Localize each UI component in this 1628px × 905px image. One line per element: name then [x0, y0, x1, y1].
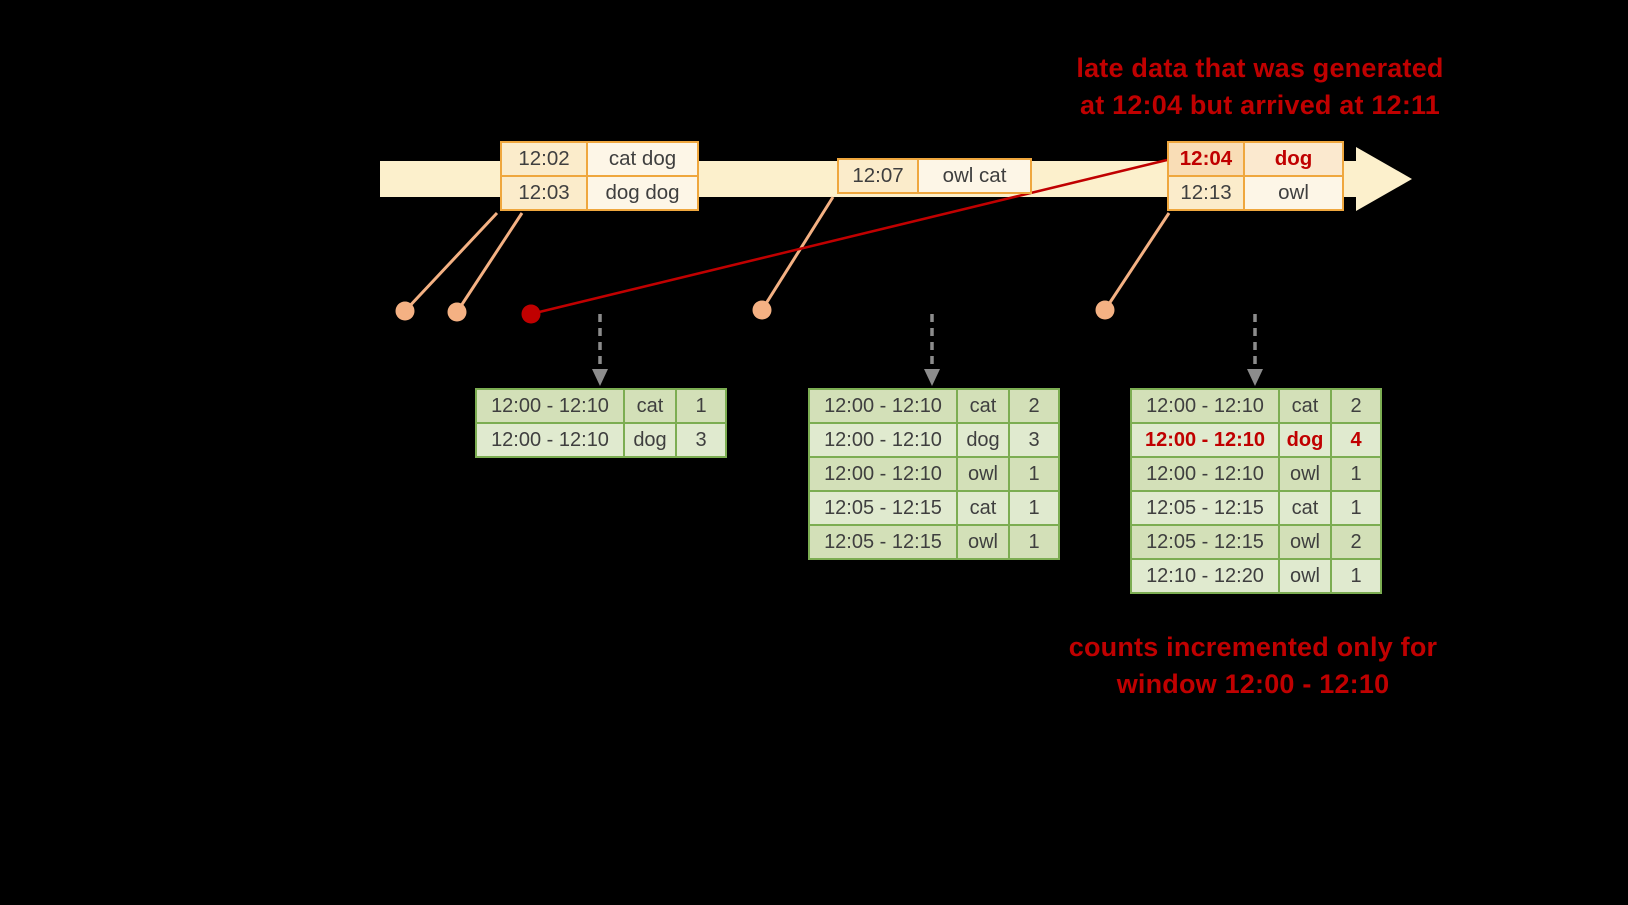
event-words-cell: dog	[1243, 141, 1344, 177]
event-connector-line	[455, 212, 524, 313]
result-word-cell: cat	[1278, 490, 1332, 526]
result-window-cell: 12:05 - 12:15	[1130, 490, 1280, 526]
result-window-cell: 12:00 - 12:10	[1130, 388, 1280, 424]
result-word-cell: owl	[1278, 456, 1332, 492]
result-count-cell: 3	[1008, 422, 1060, 458]
result-count-cell: 1	[1330, 490, 1382, 526]
event-words-cell: cat dog	[586, 141, 699, 177]
event-dot	[395, 301, 415, 321]
result-word-cell: cat	[956, 490, 1010, 526]
event-time-cell: 12:03	[500, 175, 588, 211]
result-window-cell: 12:05 - 12:15	[808, 524, 958, 560]
event-dot	[1095, 300, 1115, 320]
event-time-cell: 12:02	[500, 141, 588, 177]
result-count-cell: 1	[1330, 456, 1382, 492]
counts-annotation: counts incremented only for window 12:00…	[1023, 629, 1483, 703]
event-words-cell: owl	[1243, 175, 1344, 211]
late-data-annotation-line2: at 12:04 but arrived at 12:11	[1080, 90, 1440, 120]
result-window-cell: 12:00 - 12:10	[1130, 422, 1280, 458]
result-window-cell: 12:00 - 12:10	[475, 388, 625, 424]
result-count-cell: 2	[1330, 388, 1382, 424]
result-count-cell: 2	[1008, 388, 1060, 424]
result-window-cell: 12:00 - 12:10	[475, 422, 625, 458]
late-data-dot	[521, 304, 541, 324]
result-word-cell: cat	[956, 388, 1010, 424]
event-time-cell: 12:04	[1167, 141, 1245, 177]
event-connector-line	[760, 196, 835, 311]
trigger-arrow-icon	[924, 314, 940, 386]
result-count-cell: 1	[1330, 558, 1382, 594]
result-count-cell: 1	[1008, 524, 1060, 560]
late-data-annotation: late data that was generated at 12:04 bu…	[1030, 50, 1490, 124]
result-count-cell: 2	[1330, 524, 1382, 560]
event-time-cell: 12:13	[1167, 175, 1245, 211]
event-words-cell: dog dog	[586, 175, 699, 211]
result-word-cell: cat	[623, 388, 677, 424]
result-word-cell: owl	[1278, 524, 1332, 560]
counts-annotation-line1: counts incremented only for	[1068, 632, 1438, 662]
counts-annotation-line2: window 12:00 - 12:10	[1116, 669, 1390, 699]
event-connector-line	[1103, 212, 1171, 311]
result-window-cell: 12:00 - 12:10	[808, 422, 958, 458]
event-connector-line	[403, 211, 499, 313]
trigger-arrow-icon	[592, 314, 608, 386]
trigger-arrow-icon	[1247, 314, 1263, 386]
result-window-cell: 12:00 - 12:10	[808, 456, 958, 492]
event-dot	[752, 300, 772, 320]
result-count-cell: 4	[1330, 422, 1382, 458]
result-window-cell: 12:00 - 12:10	[808, 388, 958, 424]
result-count-cell: 1	[675, 388, 727, 424]
result-window-cell: 12:05 - 12:15	[808, 490, 958, 526]
result-word-cell: cat	[1278, 388, 1332, 424]
late-data-connector-line	[530, 158, 1168, 316]
result-word-cell: dog	[623, 422, 677, 458]
result-count-cell: 3	[675, 422, 727, 458]
result-window-cell: 12:00 - 12:10	[1130, 456, 1280, 492]
result-word-cell: dog	[1278, 422, 1332, 458]
result-count-cell: 1	[1008, 490, 1060, 526]
result-count-cell: 1	[1008, 456, 1060, 492]
result-window-cell: 12:10 - 12:20	[1130, 558, 1280, 594]
result-window-cell: 12:05 - 12:15	[1130, 524, 1280, 560]
timeline-arrowhead-icon	[1356, 147, 1412, 211]
event-words-cell: owl cat	[917, 158, 1032, 194]
result-word-cell: owl	[956, 524, 1010, 560]
event-dot	[447, 302, 467, 322]
result-word-cell: dog	[956, 422, 1010, 458]
late-data-annotation-line1: late data that was generated	[1076, 53, 1444, 83]
result-word-cell: owl	[956, 456, 1010, 492]
result-word-cell: owl	[1278, 558, 1332, 594]
event-time-cell: 12:07	[837, 158, 919, 194]
